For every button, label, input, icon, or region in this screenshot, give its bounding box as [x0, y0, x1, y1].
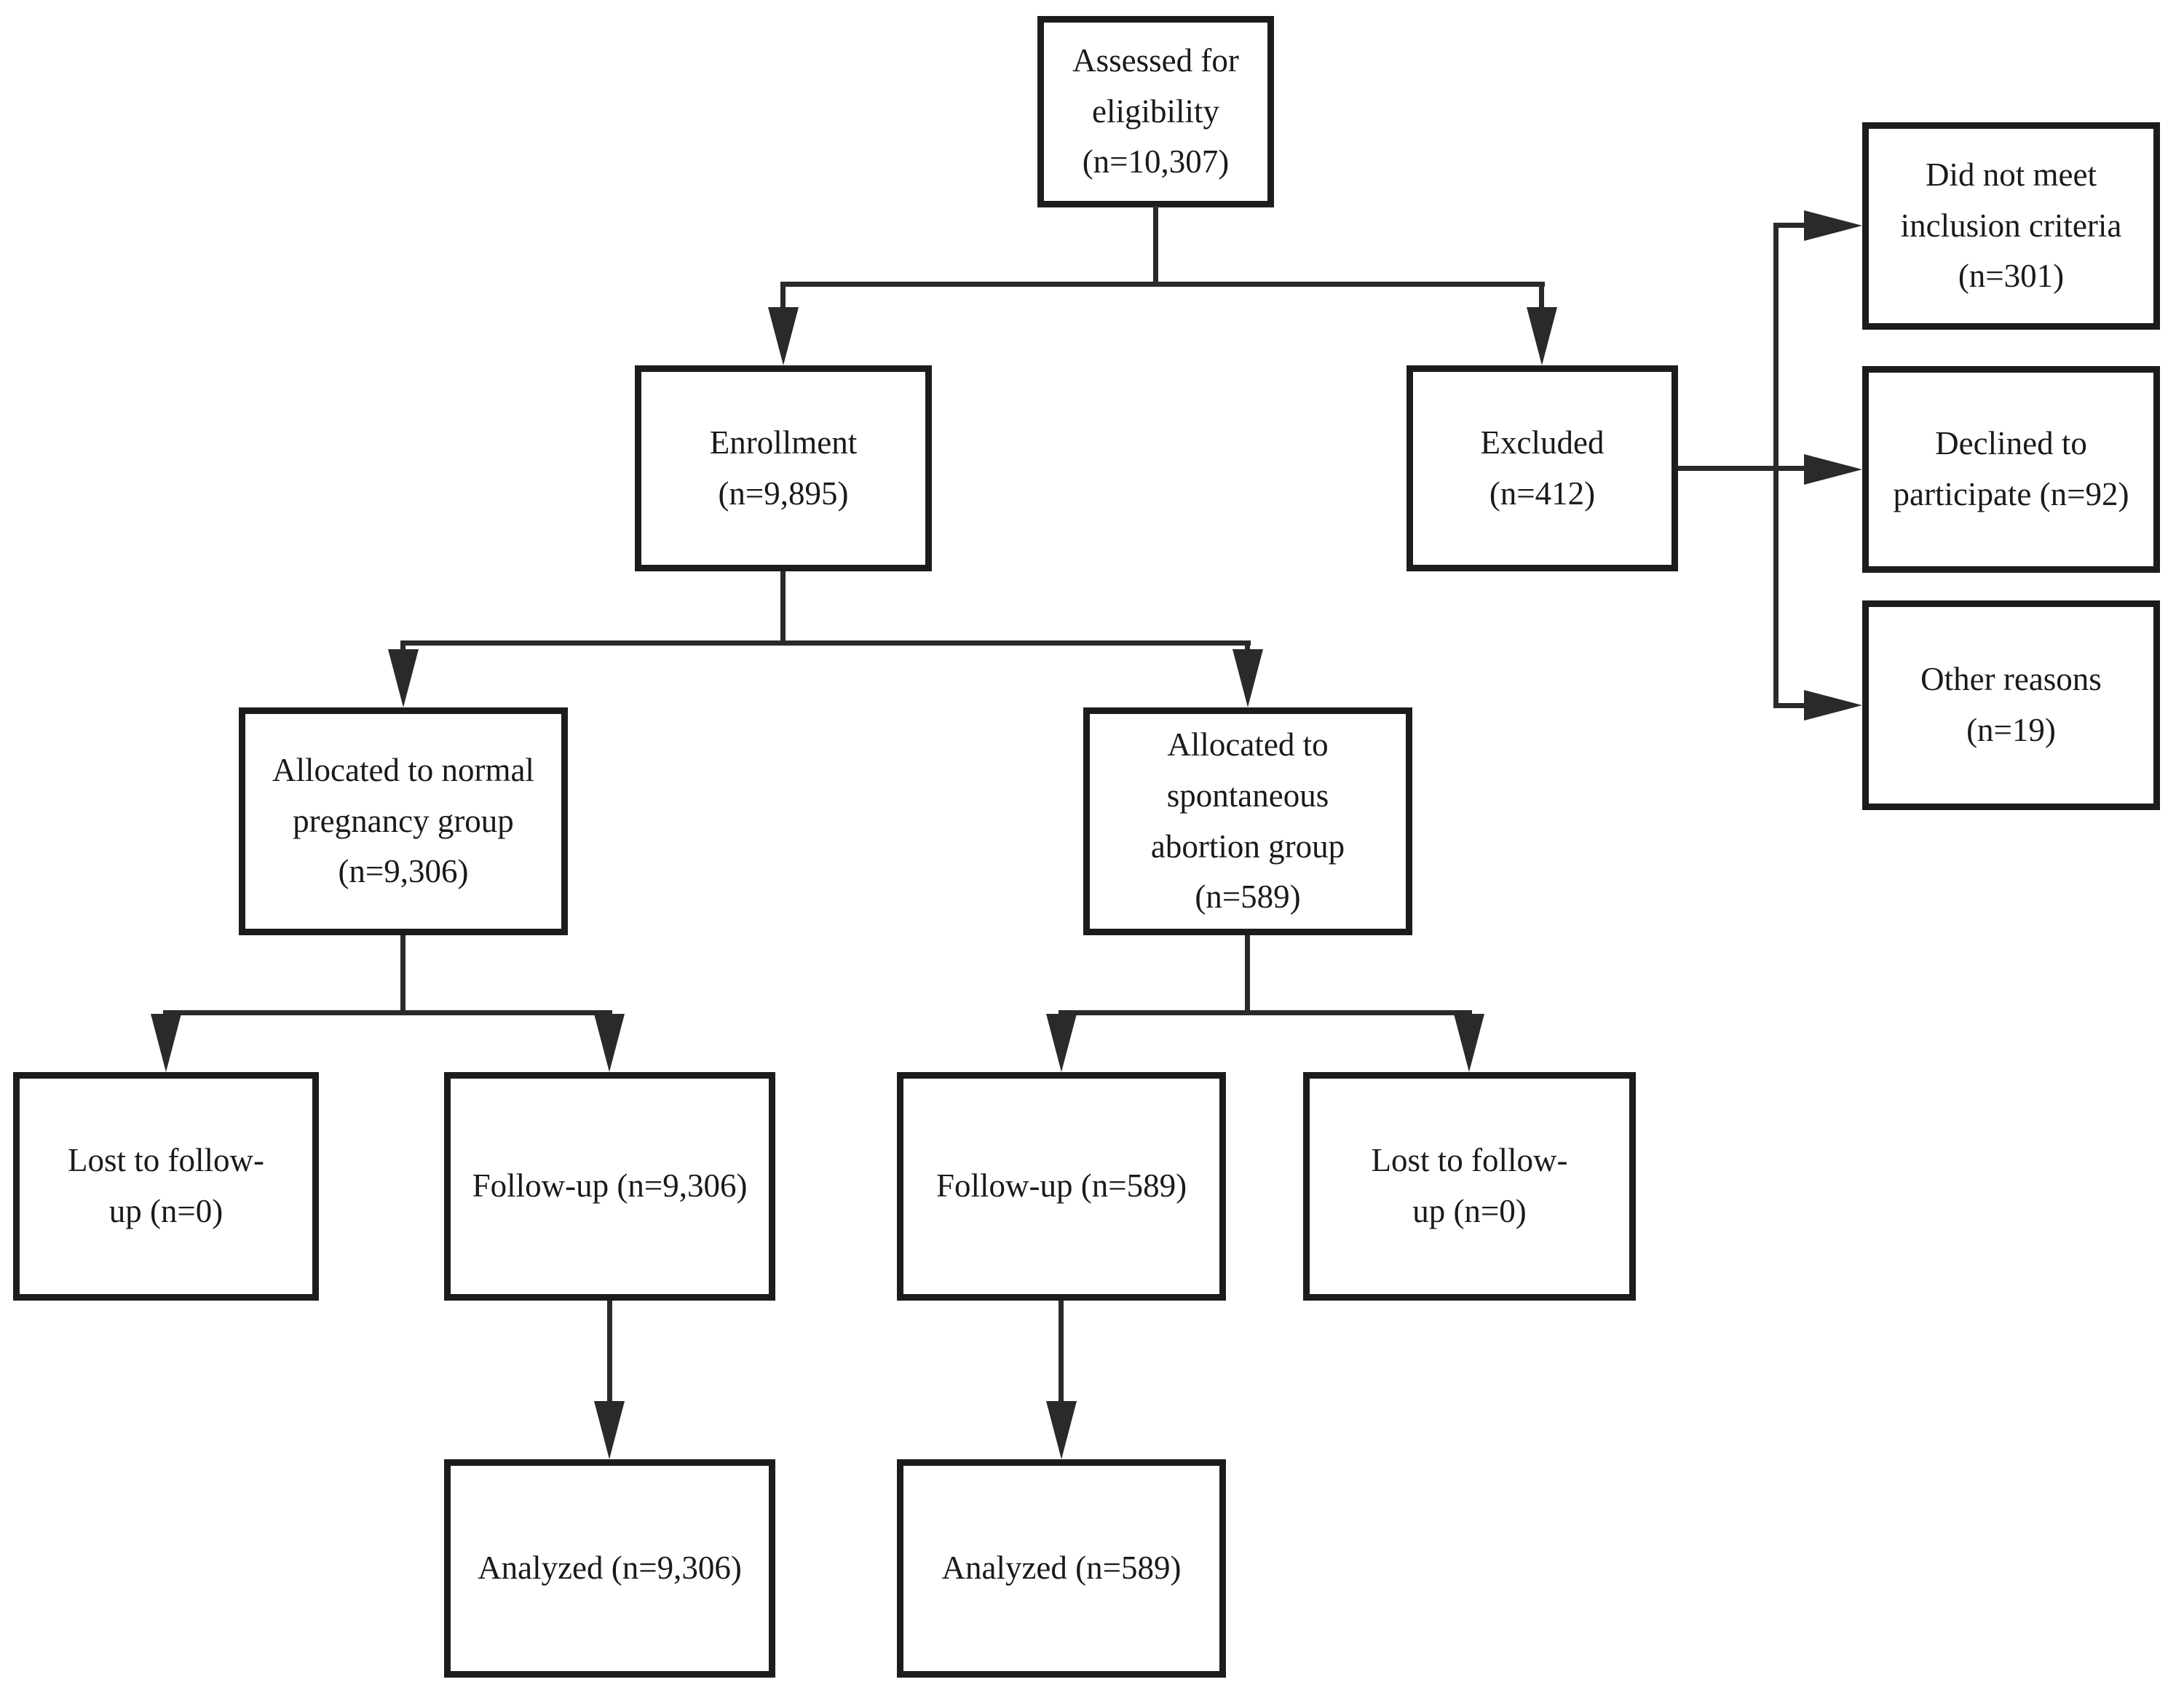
box-followup-spontaneous: Follow-up (n=589) — [897, 1072, 1226, 1301]
box-analyzed-spontaneous: Analyzed (n=589) — [897, 1459, 1226, 1678]
box-followup-normal-label: Follow-up (n=9,306) — [472, 1167, 748, 1205]
box-assessed-eligibility: Assessed for eligibility (n=10,307) — [1037, 16, 1274, 207]
connector-to-other — [1773, 703, 1817, 708]
box-lost-followup-normal: Lost to follow- up (n=0) — [13, 1072, 319, 1301]
box-declined-participate: Declined to participate (n=92) — [1862, 366, 2160, 573]
connector-allocation-split — [400, 640, 1251, 646]
arrowhead-to-excluded — [1527, 307, 1557, 365]
connector-reasons-spine — [1773, 223, 1779, 708]
box-lost-followup-spontaneous-label: Lost to follow- up (n=0) — [1371, 1142, 1568, 1229]
connector-followup-normal-to-analyzed — [607, 1301, 612, 1406]
box-analyzed-normal-label: Analyzed (n=9,306) — [478, 1550, 742, 1587]
connector-excluded-out — [1678, 466, 1779, 471]
box-analyzed-normal: Analyzed (n=9,306) — [444, 1459, 775, 1678]
connector-to-excluded — [1539, 282, 1544, 325]
arrowhead-to-not-meet — [1804, 210, 1862, 241]
box-declined-participate-label: Declined to participate (n=92) — [1893, 425, 2129, 512]
box-lost-followup-normal-label: Lost to follow- up (n=0) — [68, 1142, 264, 1229]
arrowhead-to-analyzed-spont — [1046, 1401, 1077, 1459]
box-allocated-spontaneous-abortion: Allocated to spontaneous abortion group … — [1083, 707, 1412, 935]
box-lost-followup-spontaneous: Lost to follow- up (n=0) — [1303, 1072, 1636, 1301]
connector-to-declined — [1773, 466, 1817, 471]
connector-assessed-stem — [1153, 206, 1158, 287]
box-other-reasons: Other reasons (n=19) — [1862, 600, 2160, 810]
box-did-not-meet-criteria: Did not meet inclusion criteria (n=301) — [1862, 122, 2160, 330]
arrowhead-to-alloc-normal — [388, 649, 419, 707]
connector-to-not-meet — [1773, 223, 1817, 228]
arrowhead-to-other — [1804, 690, 1862, 721]
connector-normal-stem — [400, 935, 405, 1015]
connector-followup-spont-to-analyzed — [1059, 1301, 1064, 1406]
box-allocated-normal-pregnancy: Allocated to normal pregnancy group (n=9… — [239, 707, 568, 935]
connector-spont-split — [1059, 1010, 1472, 1015]
box-other-reasons-label: Other reasons (n=19) — [1920, 661, 2102, 748]
box-enrollment-label: Enrollment (n=9,895) — [709, 424, 858, 512]
box-followup-spontaneous-label: Follow-up (n=589) — [935, 1167, 1187, 1205]
box-allocated-spontaneous-abortion-label: Allocated to spontaneous abortion group … — [1150, 726, 1345, 916]
arrowhead-to-lost-spont — [1454, 1014, 1484, 1072]
arrowhead-to-followup-normal — [594, 1014, 625, 1072]
box-enrollment: Enrollment (n=9,895) — [635, 365, 932, 571]
arrowhead-to-analyzed-normal — [594, 1401, 625, 1459]
arrowhead-to-alloc-spont — [1233, 649, 1263, 707]
arrowhead-to-followup-spont — [1046, 1014, 1077, 1072]
box-analyzed-spontaneous-label: Analyzed (n=589) — [941, 1550, 1182, 1587]
box-did-not-meet-criteria-label: Did not meet inclusion criteria (n=301) — [1900, 156, 2122, 295]
box-followup-normal: Follow-up (n=9,306) — [444, 1072, 775, 1301]
connector-assessed-split — [780, 282, 1545, 287]
arrowhead-to-lost-normal — [151, 1014, 181, 1072]
arrowhead-to-enrollment — [768, 307, 799, 365]
arrowhead-to-declined — [1804, 454, 1862, 485]
box-excluded: Excluded (n=412) — [1406, 365, 1678, 571]
connector-normal-split — [163, 1010, 612, 1015]
connector-enrollment-stem — [780, 571, 786, 646]
connector-to-enrollment — [780, 282, 786, 325]
box-allocated-normal-pregnancy-label: Allocated to normal pregnancy group (n=9… — [272, 751, 534, 890]
box-assessed-eligibility-label: Assessed for eligibility (n=10,307) — [1072, 41, 1239, 180]
box-excluded-label: Excluded (n=412) — [1480, 424, 1605, 512]
connector-spont-stem — [1245, 935, 1250, 1015]
